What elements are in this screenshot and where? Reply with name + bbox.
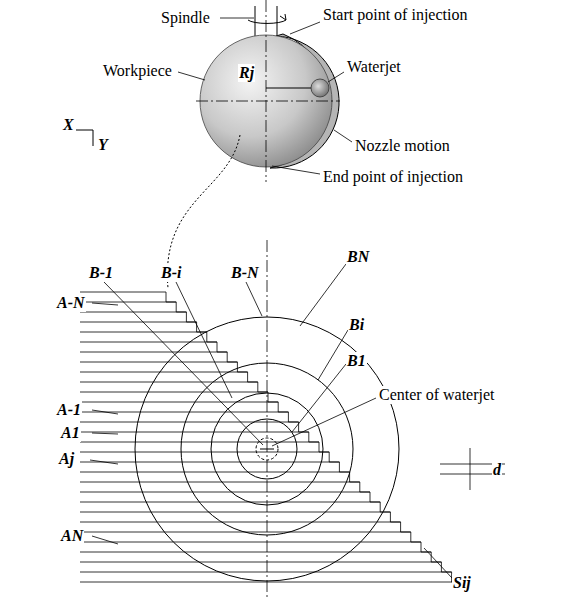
symbol-label: B1 xyxy=(346,352,367,370)
symbol-label: B-i xyxy=(160,264,182,282)
band-line xyxy=(80,392,268,393)
band-lines xyxy=(80,292,462,582)
dimension-d xyxy=(440,448,505,490)
band-line xyxy=(80,412,288,413)
stair-edge xyxy=(166,292,462,582)
leader-lines xyxy=(90,264,452,578)
band-line xyxy=(80,402,278,403)
band-line xyxy=(80,302,176,303)
callout-label: Workpiece xyxy=(102,62,173,80)
symbol-label: Sij xyxy=(452,574,472,592)
band-line xyxy=(80,432,309,433)
band-line xyxy=(80,472,350,473)
symbol-label: Aj xyxy=(58,450,75,468)
radius-line xyxy=(266,88,312,89)
band-line xyxy=(80,492,370,493)
symbol-label: B-N xyxy=(230,264,260,282)
symbol-label: A1 xyxy=(60,424,81,442)
symbol-label: A-1 xyxy=(56,401,82,419)
band-line xyxy=(80,422,299,423)
leader-lines xyxy=(178,18,352,174)
symbol-label: BN xyxy=(346,248,370,266)
symbol-label: AN xyxy=(60,527,84,545)
symbol-label: Bi xyxy=(348,316,365,334)
symbol-label: X xyxy=(62,116,75,134)
band-line xyxy=(80,292,166,293)
band-line xyxy=(80,512,390,513)
band-line xyxy=(80,372,248,373)
callout-label: Start point of injection xyxy=(322,6,468,24)
callout-label: Spindle xyxy=(160,9,211,27)
band-line xyxy=(80,572,452,573)
band-line xyxy=(80,322,197,323)
waterjet-dot xyxy=(311,79,329,97)
band-line xyxy=(80,382,258,383)
band-line xyxy=(80,332,207,333)
symbol-label: d xyxy=(492,461,502,479)
symbol-label: B-1 xyxy=(88,264,114,282)
band-line xyxy=(80,462,339,463)
band-line xyxy=(80,552,431,553)
band-line xyxy=(80,352,227,353)
band-line xyxy=(80,362,237,363)
spindle xyxy=(248,6,286,36)
band-line xyxy=(80,522,401,523)
symbol-label: Y xyxy=(97,136,109,154)
symbol-label: Rj xyxy=(238,64,255,82)
symbol-label: A-N xyxy=(56,294,86,312)
band-line xyxy=(80,452,329,453)
callout-label: End point of injection xyxy=(322,168,464,186)
band-line xyxy=(80,582,462,583)
callout-label: Nozzle motion xyxy=(354,137,451,155)
axis-line xyxy=(266,0,267,182)
axis-line xyxy=(196,101,340,102)
band-line xyxy=(80,482,360,483)
callout-label: Center of waterjet xyxy=(378,386,496,404)
callout-label: Waterjet xyxy=(346,58,402,76)
band-line xyxy=(80,562,441,563)
band-line xyxy=(80,342,217,343)
band-line xyxy=(80,542,421,543)
axis-glyph xyxy=(76,130,93,146)
circles-b xyxy=(135,317,399,581)
band-line xyxy=(80,442,319,443)
axis-line xyxy=(267,240,268,600)
